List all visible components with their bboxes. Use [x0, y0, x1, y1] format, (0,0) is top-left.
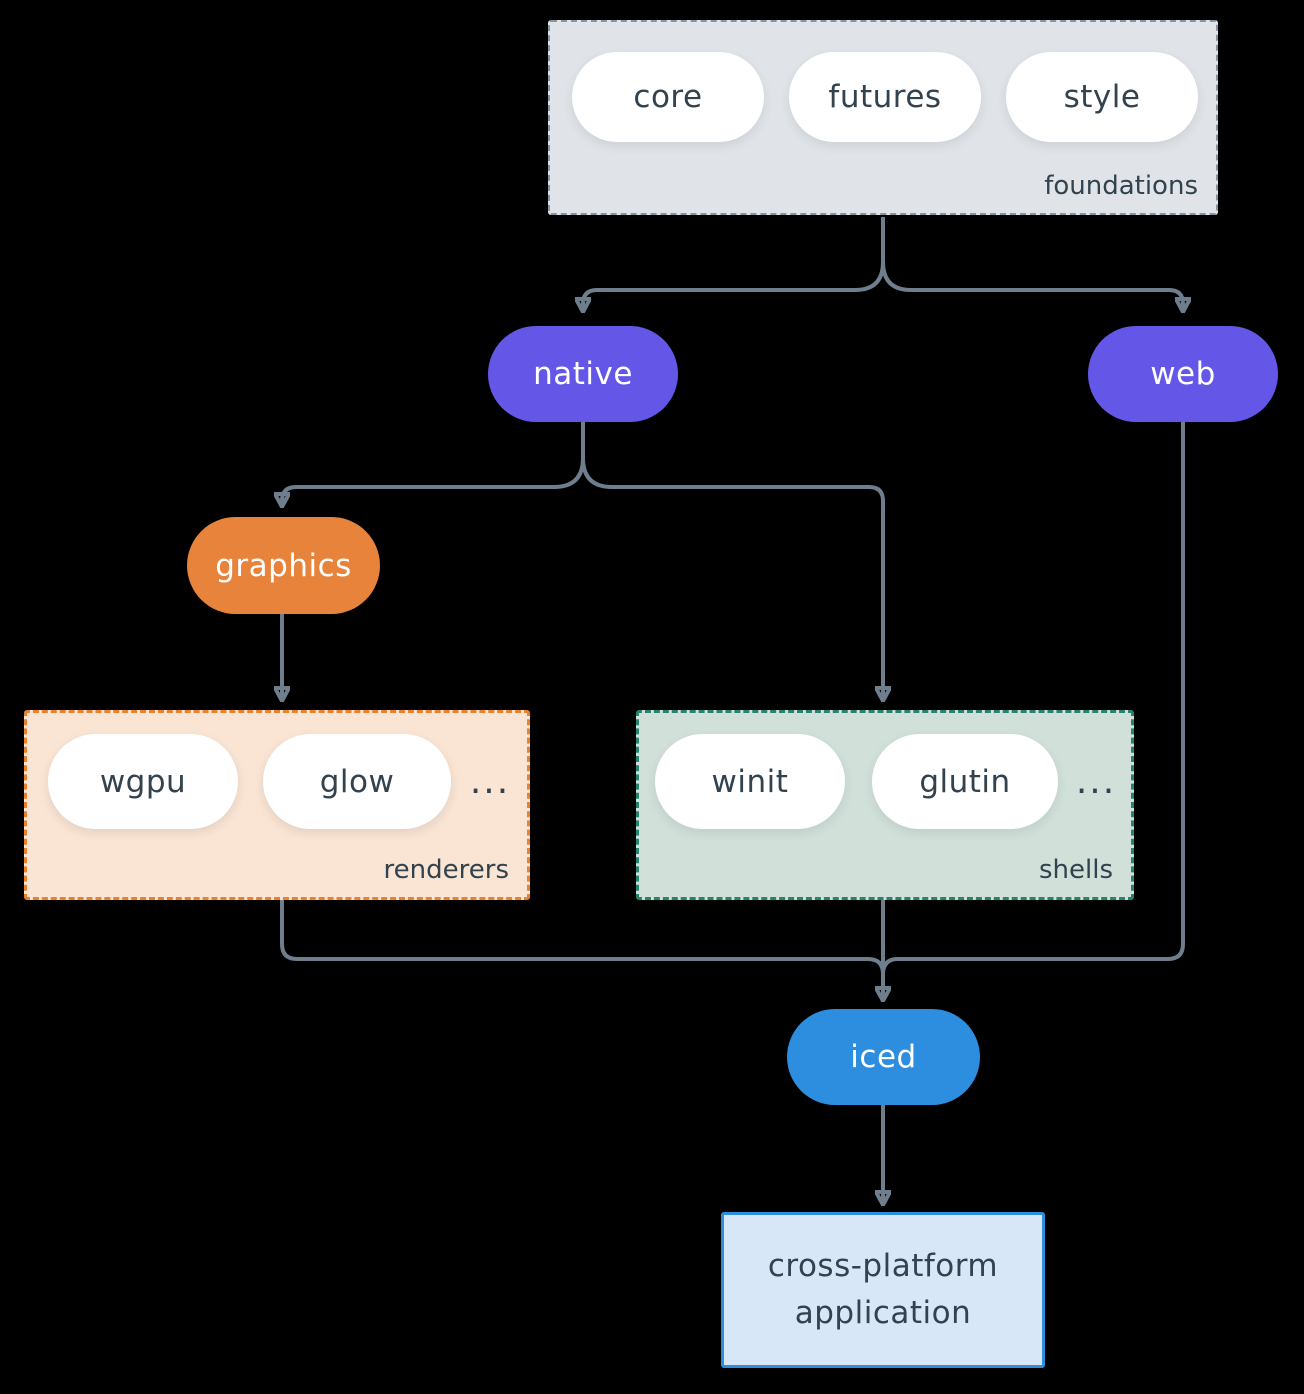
- edge-foundations-web: [881, 261, 1183, 310]
- node-web: web: [1088, 326, 1278, 422]
- application-label-line1: cross-platform: [767, 1248, 999, 1284]
- group-renderers: wgpu glow ... renderers: [24, 710, 530, 900]
- node-graphics: graphics: [187, 517, 380, 614]
- node-wgpu: wgpu: [48, 734, 238, 829]
- node-application: cross-platform application: [721, 1212, 1045, 1368]
- edge-renderers-iced: [280, 900, 885, 975]
- node-native: native: [488, 326, 678, 422]
- node-iced: iced: [787, 1009, 980, 1105]
- group-shells: winit glutin ... shells: [636, 710, 1134, 900]
- label-foundations: foundations: [1044, 171, 1198, 201]
- node-core: core: [572, 52, 764, 142]
- node-style: style: [1006, 52, 1198, 142]
- label-renderers: renderers: [383, 855, 509, 885]
- edge-foundations-native: [583, 261, 885, 310]
- node-futures: futures: [789, 52, 981, 142]
- ellipsis-shells: ...: [1075, 761, 1117, 802]
- node-glutin: glutin: [872, 734, 1058, 829]
- application-label-line2: application: [794, 1295, 972, 1331]
- label-shells: shells: [1038, 855, 1113, 885]
- edge-native-shells: [581, 457, 883, 699]
- node-glow: glow: [263, 734, 451, 829]
- node-winit: winit: [655, 734, 845, 829]
- edge-native-graphics: [282, 457, 585, 505]
- group-foundations: core futures style foundations: [548, 20, 1218, 215]
- ellipsis-renderers: ...: [469, 761, 511, 802]
